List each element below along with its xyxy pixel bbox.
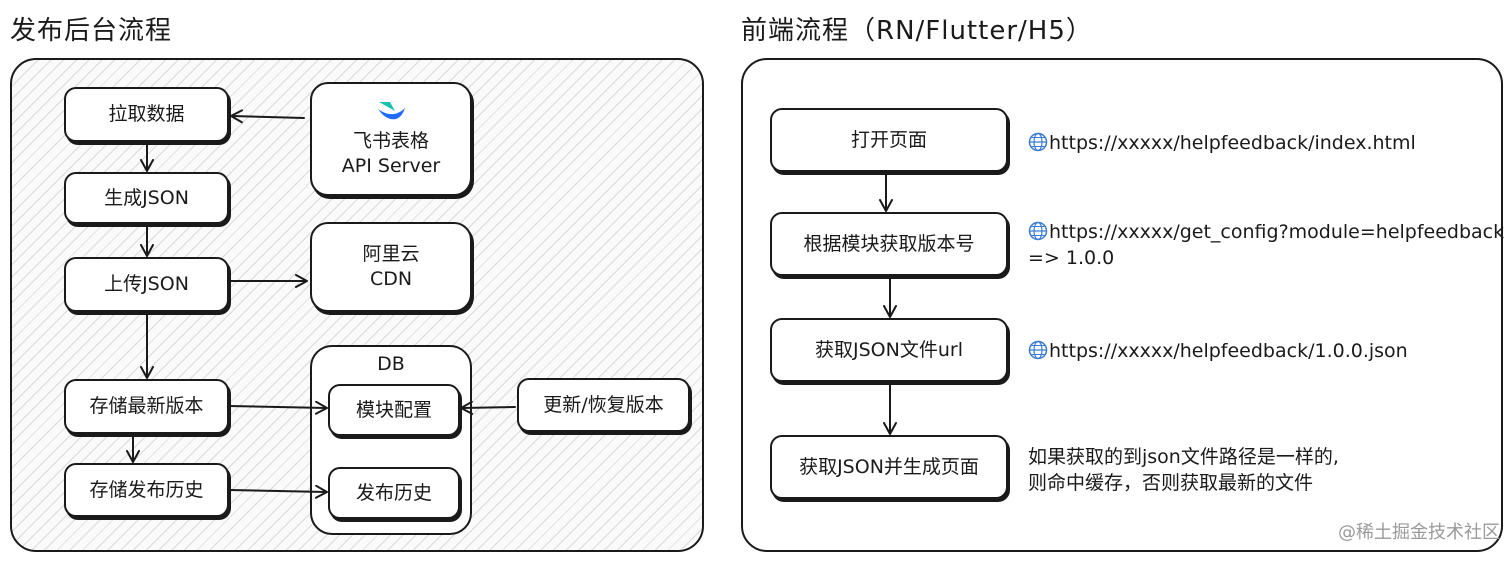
db-title: DB xyxy=(377,353,405,375)
arrow-feishu-to-fetch xyxy=(230,109,305,124)
watermark: @稀土掘金技术社区 xyxy=(1338,522,1500,543)
config-result-text: => 1.0.0 xyxy=(1028,246,1115,269)
arrow-update-to-module-config xyxy=(460,400,516,415)
db-publish-history-label: 发布历史 xyxy=(355,481,432,504)
step-get-version: 根据模块获取版本号 xyxy=(770,212,1008,276)
db-publish-history: 发布历史 xyxy=(328,467,460,519)
arrow-latest-to-module-config xyxy=(228,400,328,415)
feishu-api-server: 飞书表格 API Server xyxy=(310,82,472,196)
globe-icon xyxy=(1028,132,1048,152)
step-get-json-generate: 获取JSON并生成页面 xyxy=(770,435,1008,499)
db-module-config-label: 模块配置 xyxy=(355,398,432,421)
open-url-text: https://xxxxx/helpfeedback/index.html xyxy=(1049,132,1416,154)
globe-icon xyxy=(1028,340,1048,360)
step-upload-json-label: 上传JSON xyxy=(104,273,189,296)
update-restore-version: 更新/恢复版本 xyxy=(517,378,690,432)
db-module-config: 模块配置 xyxy=(328,384,460,436)
note-json-url: https://xxxxx/helpfeedback/1.0.0.json xyxy=(1028,339,1408,365)
feishu-label: 飞书表格 xyxy=(352,130,429,153)
step-store-latest: 存储最新版本 xyxy=(64,379,229,434)
step-generate-json: 生成JSON xyxy=(64,172,229,224)
step-store-history-label: 存储发布历史 xyxy=(89,478,204,501)
step-get-json-generate-label: 获取JSON并生成页面 xyxy=(799,455,979,478)
backend-flow-title: 发布后台流程 xyxy=(10,16,173,46)
step-fetch-data-label: 拉取数据 xyxy=(108,103,185,126)
step-generate-json-label: 生成JSON xyxy=(104,186,189,209)
step-store-latest-label: 存储最新版本 xyxy=(89,395,204,418)
note-config-url: https://xxxxx/get_config?module=helpfeed… xyxy=(1028,220,1504,271)
globe-icon xyxy=(1028,221,1048,241)
step-get-json-url: 获取JSON文件url xyxy=(770,318,1008,382)
step-get-version-label: 根据模块获取版本号 xyxy=(803,232,975,255)
json-url-text: https://xxxxx/helpfeedback/1.0.0.json xyxy=(1049,340,1408,362)
config-url-text: https://xxxxx/get_config?module=helpfeed… xyxy=(1049,221,1505,243)
cache-line1: 如果获取的到json文件路径是一样的, xyxy=(1028,446,1339,468)
cdn-label: CDN xyxy=(369,268,413,290)
feishu-logo-icon xyxy=(378,102,405,120)
note-open-url: https://xxxxx/helpfeedback/index.html xyxy=(1028,131,1416,157)
frontend-flow-title: 前端流程（RN/Flutter/H5） xyxy=(741,16,1093,46)
note-cache: 如果获取的到json文件路径是一样的, 则命中缓存，否则获取最新的文件 xyxy=(1028,445,1339,496)
aliyun-label: 阿里云 xyxy=(362,243,420,266)
step-get-json-url-label: 获取JSON文件url xyxy=(815,338,963,361)
api-server-label: API Server xyxy=(341,155,441,177)
step-open-page-label: 打开页面 xyxy=(850,128,927,151)
step-fetch-data: 拉取数据 xyxy=(64,87,229,142)
arrow-history-to-publish-history xyxy=(228,484,328,499)
cache-line2: 则命中缓存，否则获取最新的文件 xyxy=(1028,471,1314,494)
step-upload-json: 上传JSON xyxy=(64,257,229,312)
step-open-page: 打开页面 xyxy=(770,108,1008,172)
aliyun-cdn: 阿里云 CDN xyxy=(310,222,472,312)
update-restore-version-label: 更新/恢复版本 xyxy=(543,393,664,416)
step-store-history: 存储发布历史 xyxy=(64,463,229,517)
